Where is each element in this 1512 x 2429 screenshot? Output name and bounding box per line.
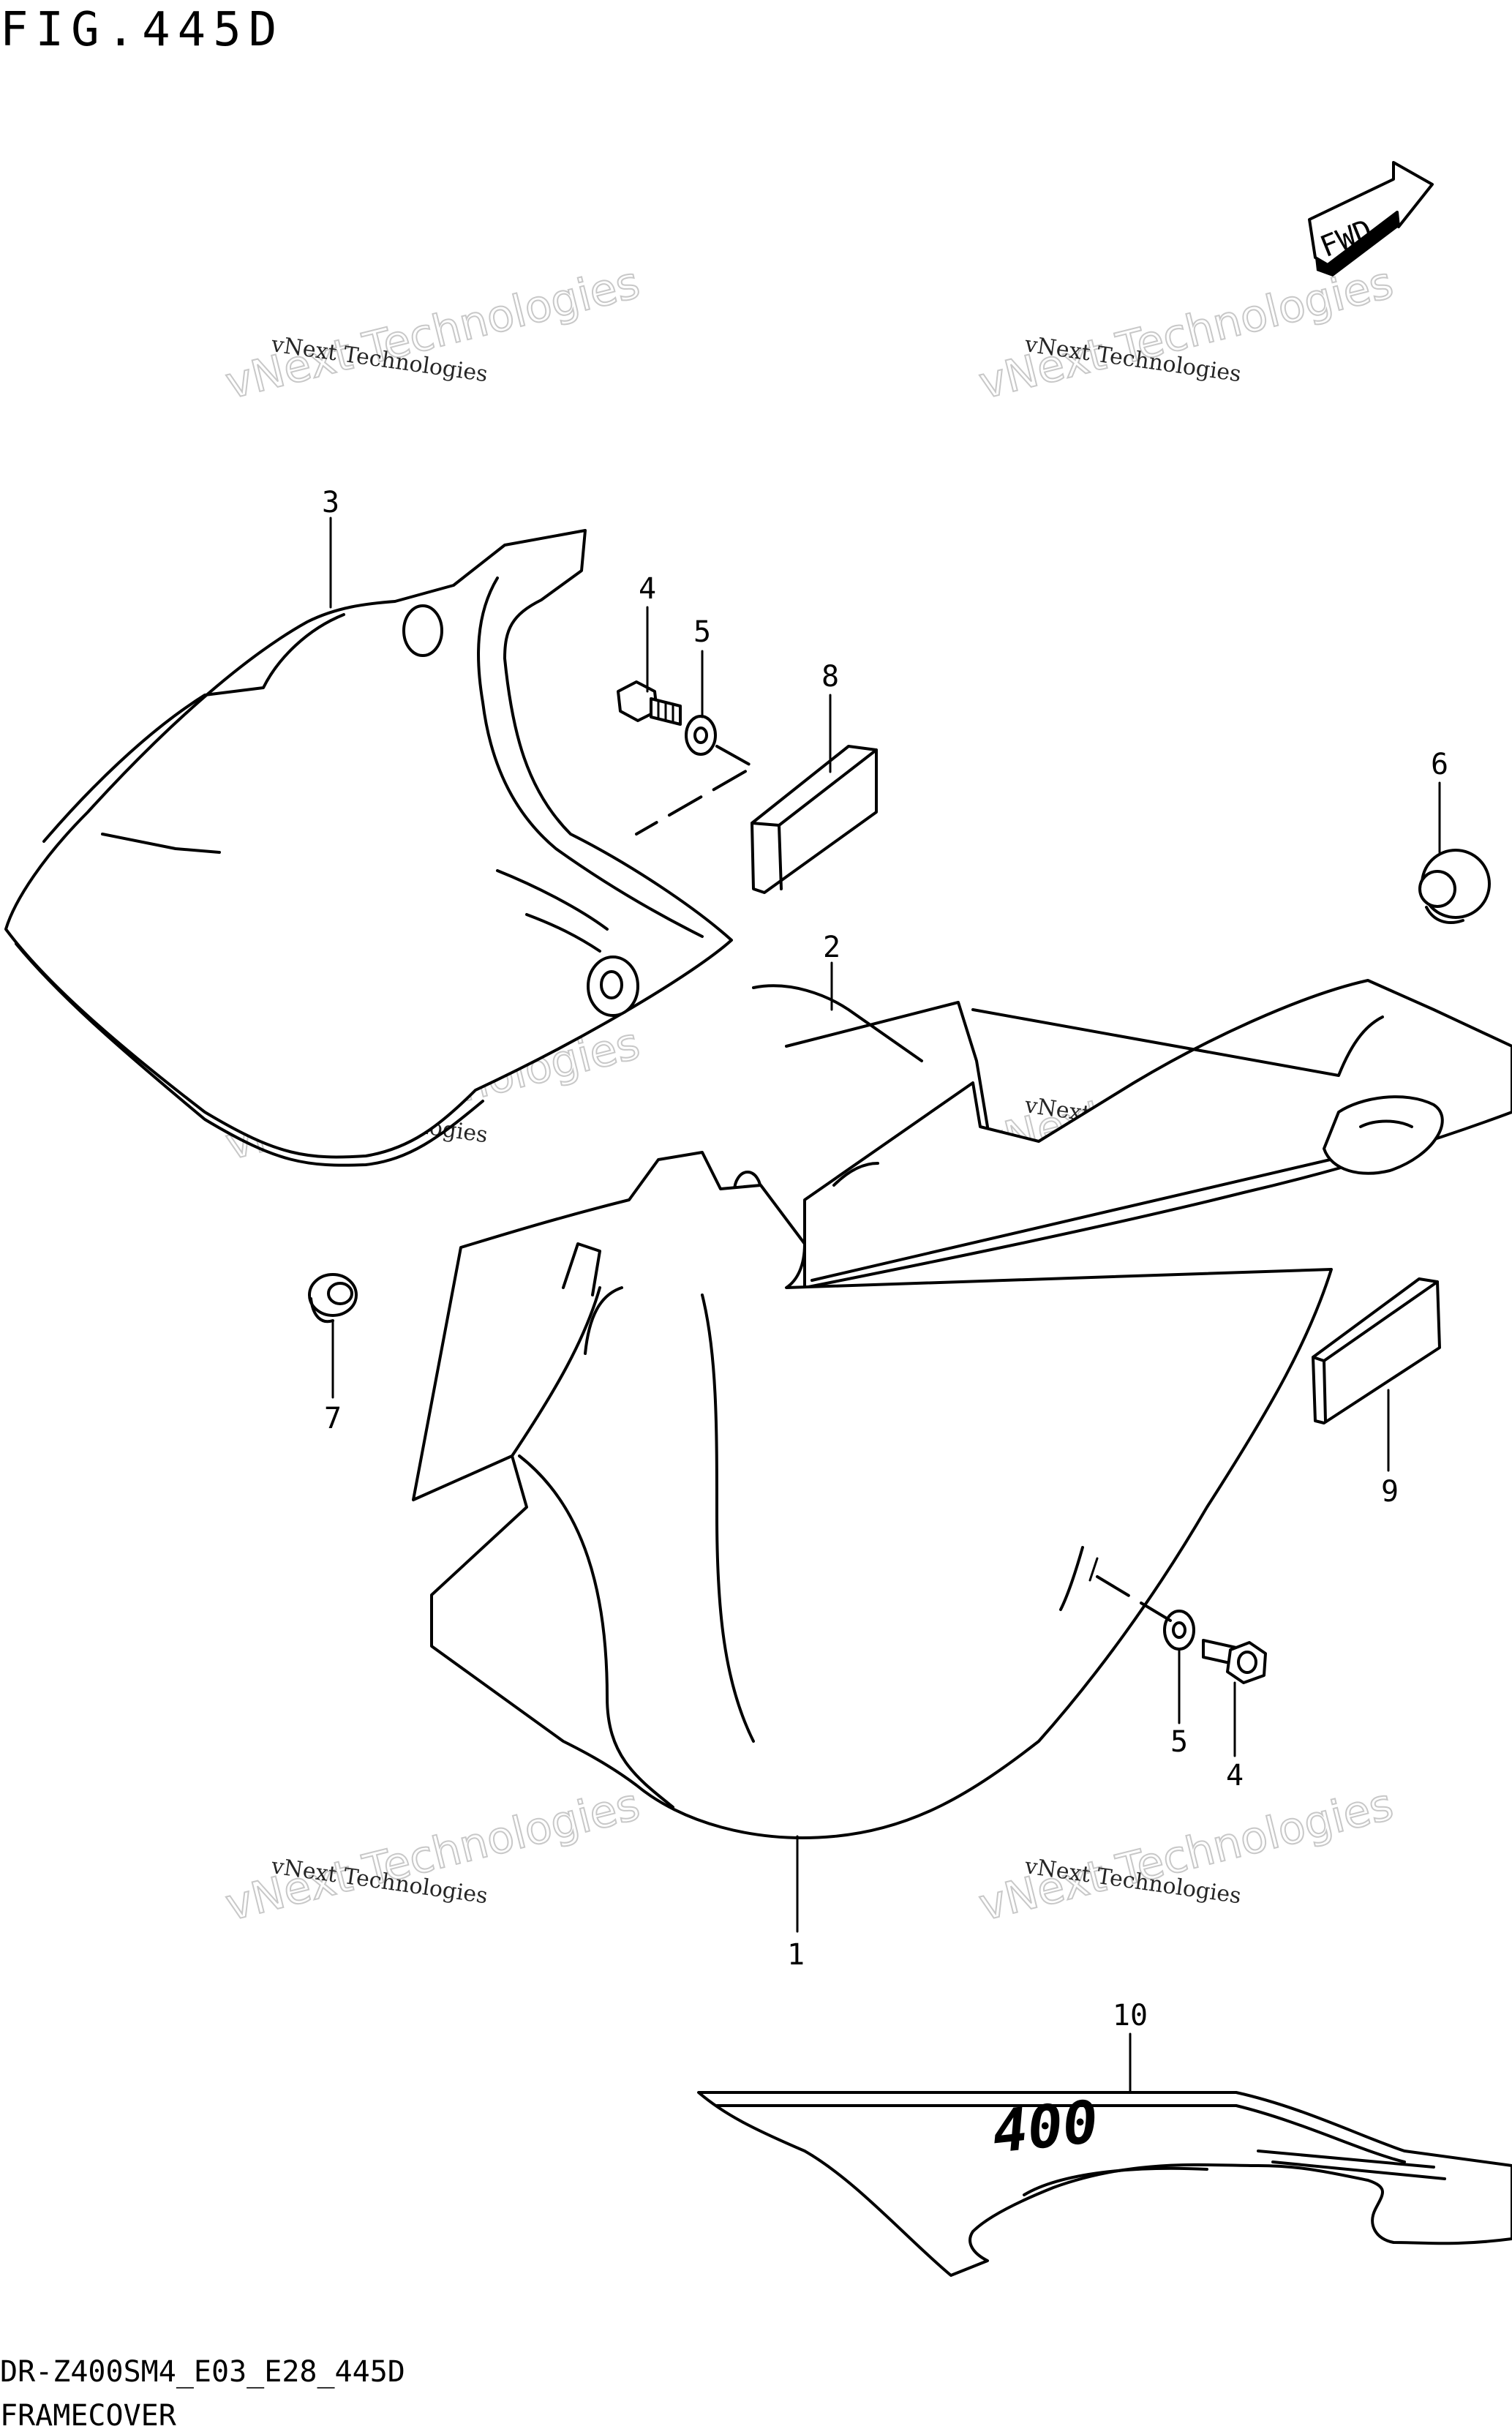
callout-5-bottom: 5 <box>1170 1725 1188 1759</box>
callout-3: 3 <box>322 486 339 519</box>
grommet-7 <box>308 1273 358 1324</box>
callout-7: 7 <box>324 1402 342 1435</box>
figure-title: FIG.445D <box>0 3 284 57</box>
assembly-line-bottom <box>1096 1575 1172 1622</box>
frame-cover-left <box>4 529 733 1167</box>
pad-8 <box>751 745 878 894</box>
bolt-4-top <box>617 680 682 726</box>
assembly-line-top <box>635 745 755 836</box>
model-code: DR-Z400SM4_E03_E28_445D <box>0 2355 405 2389</box>
callout-5-top: 5 <box>693 615 711 649</box>
leader-lines <box>329 517 1441 2094</box>
callout-6: 6 <box>1431 748 1448 781</box>
washer-5-top <box>685 715 717 756</box>
fwd-direction-icon: FWD <box>1308 161 1434 277</box>
callout-1: 1 <box>787 1938 805 1972</box>
callout-8: 8 <box>821 660 839 694</box>
upper-cover <box>733 979 1512 1289</box>
section-title: FRAMECOVER <box>0 2399 177 2429</box>
callout-2: 2 <box>823 931 840 964</box>
decal-400: 400 <box>697 2087 1512 2277</box>
callout-4-bottom: 4 <box>1226 1759 1244 1792</box>
bolt-4-bottom <box>1202 1639 1267 1684</box>
callout-4-top: 4 <box>639 572 656 606</box>
decal-400-text: 400 <box>989 2087 1101 2166</box>
washer-5-bottom <box>1163 1610 1195 1651</box>
callout-9: 9 <box>1381 1475 1399 1509</box>
pad-9 <box>1312 1277 1441 1424</box>
callout-10: 10 <box>1113 1999 1148 2032</box>
callout-numbers: 3 2 1 4 5 8 6 7 9 5 4 10 <box>322 486 1448 2032</box>
side-cover-main <box>412 1151 1333 1839</box>
grommet-6 <box>1418 849 1491 924</box>
